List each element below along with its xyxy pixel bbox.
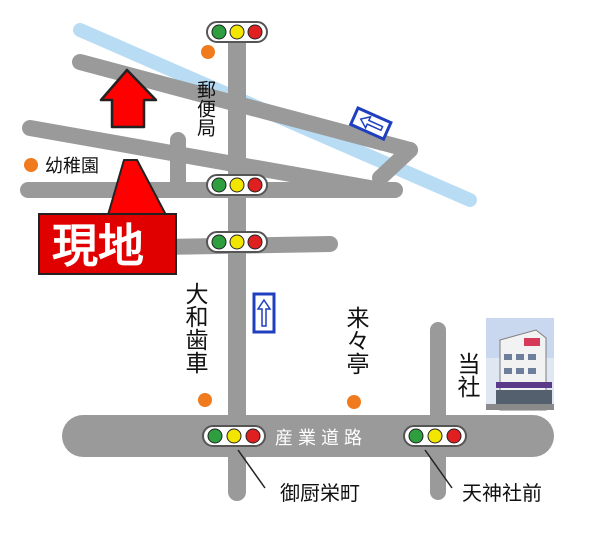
leader-line-east-stop (424, 449, 453, 489)
location-label: 現地 (52, 219, 144, 273)
landmark-label-restaurant: 来々亭 (342, 306, 370, 375)
landmark-label-kindergarten: 幼稚園 (45, 156, 99, 177)
leader-line-west-stop (237, 449, 266, 489)
red-arrow-marker-icon (38, 68, 177, 275)
one-way-arrow-icon (348, 106, 393, 142)
kindergarten-dot (24, 158, 38, 172)
dental-dot (198, 393, 212, 407)
traffic-light-upper (206, 174, 268, 196)
post-office-dot (201, 45, 215, 59)
traffic-light-middle (206, 231, 268, 253)
stop-label-west: 御厨栄町 (280, 481, 360, 505)
landmark-label-post-office: 郵便局 (194, 80, 216, 137)
road-label-sangyo-doro: 産業道路 (275, 428, 367, 449)
landmark-label-dental: 大和歯車 (181, 282, 209, 374)
road-lower-diagonal (22, 120, 378, 196)
one-way-arrow-icon (252, 292, 276, 334)
road-river-side (372, 142, 418, 186)
stop-label-east: 天神社前 (462, 481, 542, 505)
traffic-light-sangyo-east (403, 425, 467, 447)
company-building-photo (486, 318, 554, 411)
restaurant-dot (347, 395, 361, 409)
landmark-label-our-company: 当社 (453, 352, 481, 398)
traffic-light-sangyo-west (202, 425, 266, 447)
traffic-light-top (206, 21, 268, 43)
